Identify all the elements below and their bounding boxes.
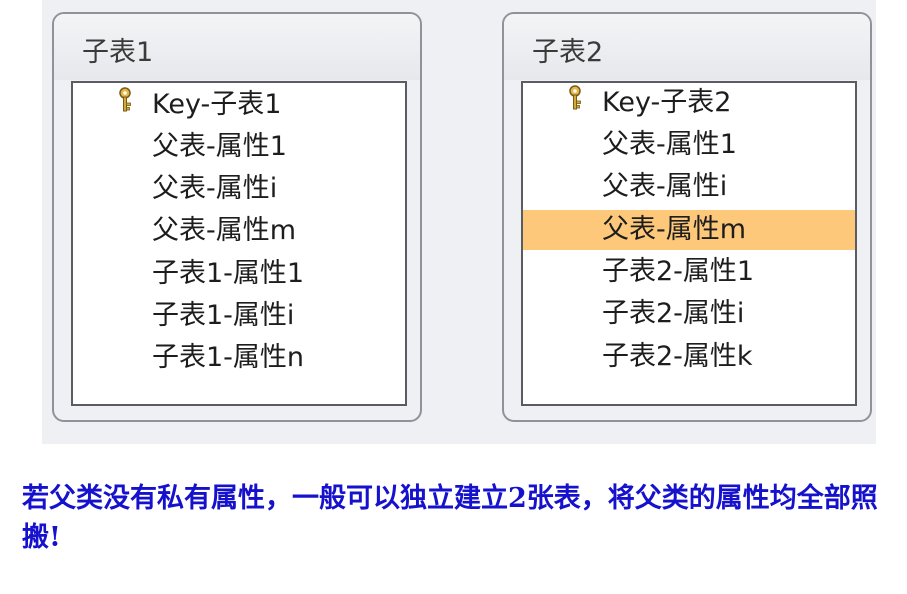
table-header: 子表1 xyxy=(54,14,420,80)
key-icon xyxy=(565,85,585,113)
caption-text: 若父类没有私有属性，一般可以独立建立2张表，将父类的属性均全部照搬! xyxy=(22,483,878,553)
field-name: 子表2-属性k xyxy=(602,341,753,372)
field-row[interactable]: 子表2-属性k xyxy=(523,337,855,377)
field-name: 子表2-属性i xyxy=(602,298,745,329)
field-row[interactable]: 父表-属性1 xyxy=(73,127,405,167)
field-name: 父表-属性i xyxy=(602,171,728,202)
table-card-subtable-1[interactable]: 子表1 Key-子表1 父表-属性1 父表-属性i xyxy=(52,12,422,422)
key-icon xyxy=(115,87,135,115)
field-row[interactable]: 子表1-属性n xyxy=(73,338,405,378)
field-list: Key-子表2 父表-属性1 父表-属性i 父表-属性m 子表2-属性1 子表2… xyxy=(521,81,857,406)
field-row[interactable]: 父表-属性i xyxy=(523,167,855,207)
table-title: 子表2 xyxy=(532,37,604,68)
field-row[interactable]: 子表1-属性1 xyxy=(73,254,405,294)
field-name: 子表1-属性1 xyxy=(152,258,305,289)
table-header: 子表2 xyxy=(504,14,870,80)
diagram-canvas: 子表1 Key-子表1 父表-属性1 父表-属性i xyxy=(42,0,876,444)
field-list: Key-子表1 父表-属性1 父表-属性i 父表-属性m 子表1-属性1 子表1… xyxy=(71,81,407,406)
field-row[interactable]: 子表2-属性1 xyxy=(523,252,855,292)
field-row[interactable]: 父表-属性1 xyxy=(523,125,855,165)
field-name: 父表-属性i xyxy=(152,173,278,204)
table-title: 子表1 xyxy=(82,37,154,68)
field-name: 子表1-属性n xyxy=(152,342,305,373)
field-row-key[interactable]: Key-子表1 xyxy=(73,85,405,125)
field-row-key[interactable]: Key-子表2 xyxy=(523,83,855,123)
field-name: 父表-属性m xyxy=(602,214,747,245)
field-row[interactable]: 父表-属性m xyxy=(73,211,405,251)
field-name: 子表2-属性1 xyxy=(602,256,755,287)
field-name: 父表-属性1 xyxy=(152,131,287,162)
field-name: Key-子表1 xyxy=(152,89,282,120)
table-card-subtable-2[interactable]: 子表2 Key-子表2 父表-属性1 父表-属性i xyxy=(502,12,872,422)
field-name: 父表-属性m xyxy=(152,215,297,246)
field-name: 父表-属性1 xyxy=(602,129,737,160)
field-name: Key-子表2 xyxy=(602,87,732,118)
field-row[interactable]: 子表1-属性i xyxy=(73,296,405,336)
field-row[interactable]: 子表2-属性i xyxy=(523,294,855,334)
field-name: 子表1-属性i xyxy=(152,300,295,331)
field-row-selected[interactable]: 父表-属性m xyxy=(523,210,855,250)
field-row[interactable]: 父表-属性i xyxy=(73,169,405,209)
